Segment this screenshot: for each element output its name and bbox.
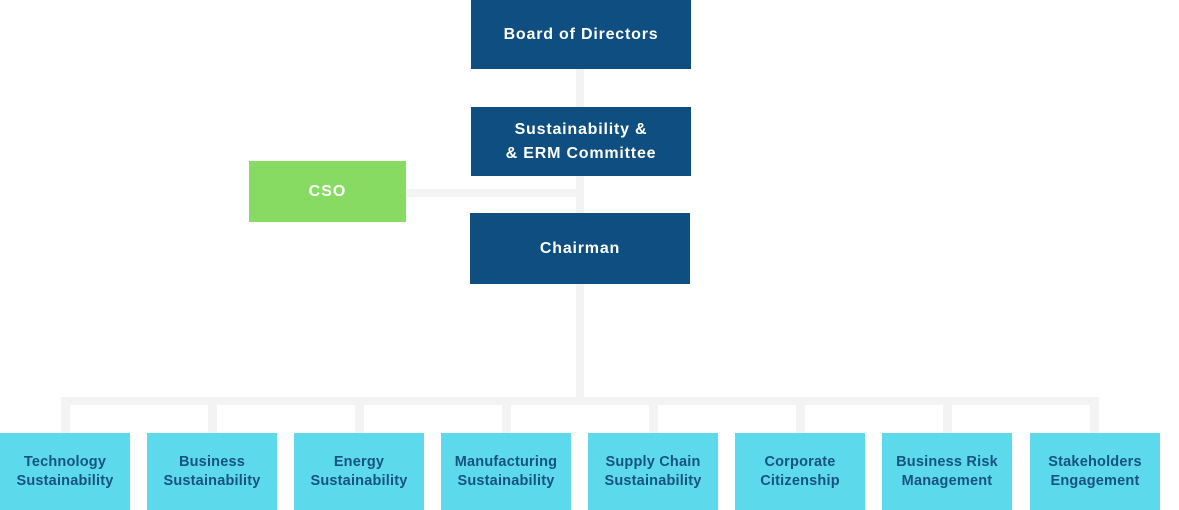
node-label-line1: Supply Chain — [605, 453, 701, 470]
connector-stub-energy — [355, 397, 364, 434]
node-label-line2: Citizenship — [760, 472, 840, 489]
node-label-line1: Energy — [333, 453, 385, 470]
node-label-line1: Corporate — [764, 453, 836, 470]
connector-stub-stakeholders — [1090, 397, 1099, 434]
connector-stub-manufacturing — [502, 397, 511, 434]
node-stakeholders-engagement: Stakeholders Engagement — [1030, 433, 1160, 510]
node-energy-sustainability: Energy Sustainability — [294, 433, 424, 510]
node-business-risk-management: Business Risk Management — [882, 433, 1012, 510]
connector-stub-business-risk — [943, 397, 952, 434]
node-corporate-citizenship: Corporate Citizenship — [735, 433, 865, 510]
node-label-line2: & ERM Committee — [505, 144, 657, 162]
node-label-line1: Business — [178, 453, 246, 470]
node-label-line1: Business Risk — [896, 453, 998, 470]
connector-stub-corporate — [796, 397, 805, 434]
node-technology-sustainability: Technology Sustainability — [0, 433, 130, 510]
node-label-line1: Sustainability & — [514, 120, 648, 138]
node-label-line2: Sustainability — [163, 472, 261, 489]
node-supply-chain-sustainability: Supply Chain Sustainability — [588, 433, 718, 510]
node-label-line1: Technology — [23, 453, 107, 470]
node-business-sustainability: Business Sustainability — [147, 433, 277, 510]
node-label: Board of Directors — [503, 25, 659, 43]
node-label-line2: Engagement — [1050, 472, 1140, 489]
node-cso: CSO — [249, 161, 406, 222]
node-label-line1: Stakeholders — [1048, 453, 1142, 470]
node-label-line2: Management — [901, 472, 993, 489]
connector-stub-business — [208, 397, 217, 434]
node-sustainability-erm-committee: Sustainability & & ERM Committee — [471, 107, 691, 176]
node-label-line2: Sustainability — [310, 472, 408, 489]
node-label: CSO — [308, 182, 347, 200]
connector-cso-horizontal — [406, 189, 584, 197]
node-label-line2: Sustainability — [16, 472, 114, 489]
connector-bottom-rail — [62, 397, 1098, 405]
node-label-line2: Sustainability — [457, 472, 555, 489]
node-manufacturing-sustainability: Manufacturing Sustainability — [441, 433, 571, 510]
node-label: Chairman — [539, 239, 621, 257]
node-label-line2: Sustainability — [604, 472, 702, 489]
node-label-line1: Manufacturing — [454, 453, 558, 470]
node-chairman: Chairman — [470, 213, 690, 284]
node-board-of-directors: Board of Directors — [471, 0, 691, 69]
connector-stub-supply-chain — [649, 397, 658, 434]
connector-stub-technology — [61, 397, 70, 434]
